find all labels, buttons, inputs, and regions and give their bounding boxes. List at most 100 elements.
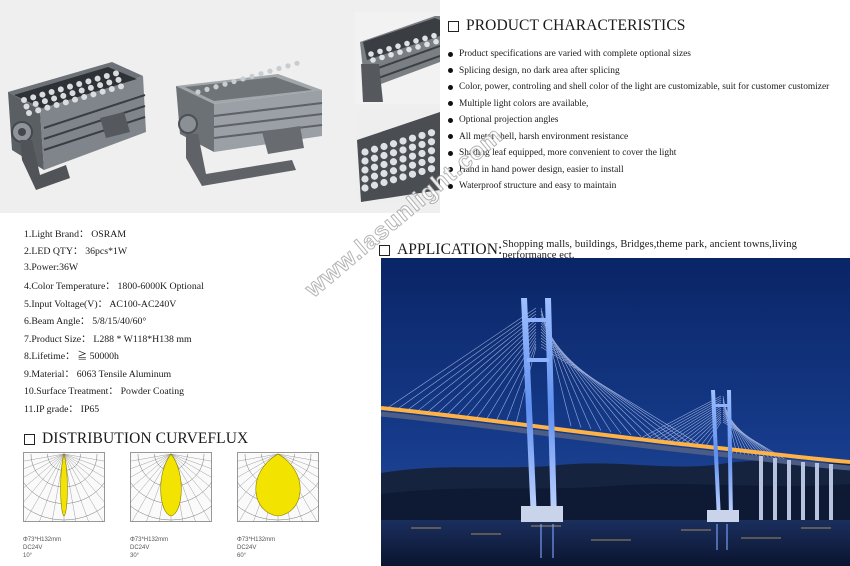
grid-ray [277, 453, 319, 462]
grid-ray [24, 453, 65, 522]
grid-ray [237, 453, 279, 478]
led-dot [32, 100, 39, 107]
list-item: Hand in hand power design, easier to ins… [448, 162, 848, 179]
led-dot [51, 95, 58, 102]
led-dot [408, 170, 417, 178]
bullet-dot-icon [448, 167, 453, 173]
led-dot [427, 165, 436, 173]
led-dot [113, 70, 119, 77]
led-dot [78, 87, 85, 94]
led-dot [397, 49, 403, 55]
led-dot [395, 43, 401, 49]
beam-curve [60, 452, 68, 517]
led-dot [81, 93, 88, 100]
led-dot [108, 85, 115, 92]
grid-ray [23, 453, 65, 489]
led-dot [418, 149, 426, 158]
led-dot [399, 146, 407, 154]
led-dot [413, 38, 419, 44]
led-dot [427, 138, 436, 146]
square-bullet-icon [448, 20, 459, 32]
led-dot [94, 75, 101, 82]
led-dot [361, 157, 369, 165]
led-dot [399, 137, 407, 145]
grid-ray [170, 453, 212, 478]
led-dot [53, 101, 60, 108]
grid-ray [39, 453, 65, 522]
diagram-angle: 30° [130, 553, 140, 559]
bridge-tower-main [521, 298, 563, 522]
specification-list: 1.Light Brand： OSRAM 2.LED QTY： 36pcs*1W… [24, 224, 344, 417]
grid-ray [23, 453, 65, 470]
led-dot [48, 88, 55, 95]
grid-ray [237, 453, 279, 462]
led-dot [418, 131, 426, 140]
led-dot [379, 54, 385, 61]
led-dot [213, 84, 219, 90]
led-dot [399, 173, 407, 181]
application-heading: APPLICATION: Shopping malls, buildings, … [379, 239, 850, 261]
bullet-dot-icon [448, 101, 453, 107]
led-dot [380, 178, 388, 187]
led-dot [380, 160, 388, 169]
led-dot [408, 134, 417, 142]
bullet-dot-icon [448, 117, 453, 123]
floodlight-front-view [8, 62, 146, 190]
list-item: Optional projection angles [448, 112, 848, 129]
distribution-diagram-10: Φ73*H132mm DC24V 10° [23, 452, 107, 560]
led-dot [361, 148, 369, 156]
diagram-voltage: DC24V [130, 545, 150, 551]
grid-ray [130, 453, 172, 470]
led-dot [370, 172, 379, 180]
spec-item: 8.Lifetime： ≧ 50000h [24, 351, 119, 363]
led-dot [60, 92, 67, 99]
spec-item: 4.Color Temperature： 1800-6000K Optional [24, 281, 204, 293]
spec-item: 5.Input Voltage(V)： AC100-AC240V [24, 298, 177, 310]
distribution-title: DISTRIBUTION CURVEFLUX [42, 430, 249, 447]
grid-ray [170, 453, 212, 504]
led-dot [23, 103, 30, 110]
bridge-cables [385, 307, 786, 460]
product-photos [8, 60, 323, 190]
led-dot [231, 78, 237, 85]
led-dot [72, 96, 78, 103]
diagram-angle: 60° [237, 553, 247, 559]
led-dot [370, 154, 379, 162]
grid-ray [63, 453, 104, 522]
grid-ray [63, 453, 105, 470]
led-dot [39, 91, 46, 98]
list-item: Waterproof structure and easy to maintai… [448, 178, 848, 195]
led-dot [370, 163, 379, 171]
led-dot [389, 176, 398, 184]
led-dot [222, 81, 228, 87]
diagram-size: Φ73*H132mm [237, 537, 276, 543]
led-dot [404, 40, 410, 47]
beam-curve [255, 453, 301, 517]
led-dot [377, 48, 383, 55]
list-item: All metal shell, harsh environment resis… [448, 129, 848, 146]
led-dot [388, 51, 394, 58]
spec-item: 10.Surface Treatment： Powder Coating [24, 386, 184, 398]
polar-curve-chart [23, 452, 105, 522]
spec-item: 2.LED QTY： 36pcs*1W [24, 246, 128, 258]
led-dot [258, 71, 264, 77]
grid-ray [170, 453, 212, 489]
beam-curve [160, 453, 182, 517]
grid-ray [63, 453, 105, 504]
distribution-diagram-30: Φ73*H132mm DC24V 30° [130, 452, 214, 560]
grid-ray [237, 453, 279, 470]
led-dot [399, 155, 407, 163]
led-dot [67, 83, 73, 90]
distribution-diagram-60: Φ73*H132mm DC24V 60° [237, 452, 321, 560]
grid-ray [277, 453, 319, 470]
led-dot [240, 76, 246, 82]
led-dot [408, 143, 417, 151]
grid-ray [130, 453, 172, 504]
bridge-piers [759, 456, 833, 520]
spec-item: 7.Product Size： L288 * W118*H138 mm [24, 333, 192, 345]
led-dot [418, 167, 426, 176]
led-dot [427, 147, 436, 155]
led-dot [44, 104, 51, 111]
led-dot [90, 91, 97, 98]
spec-item: 6.Beam Angle： 5/8/15/40/60° [24, 316, 147, 328]
